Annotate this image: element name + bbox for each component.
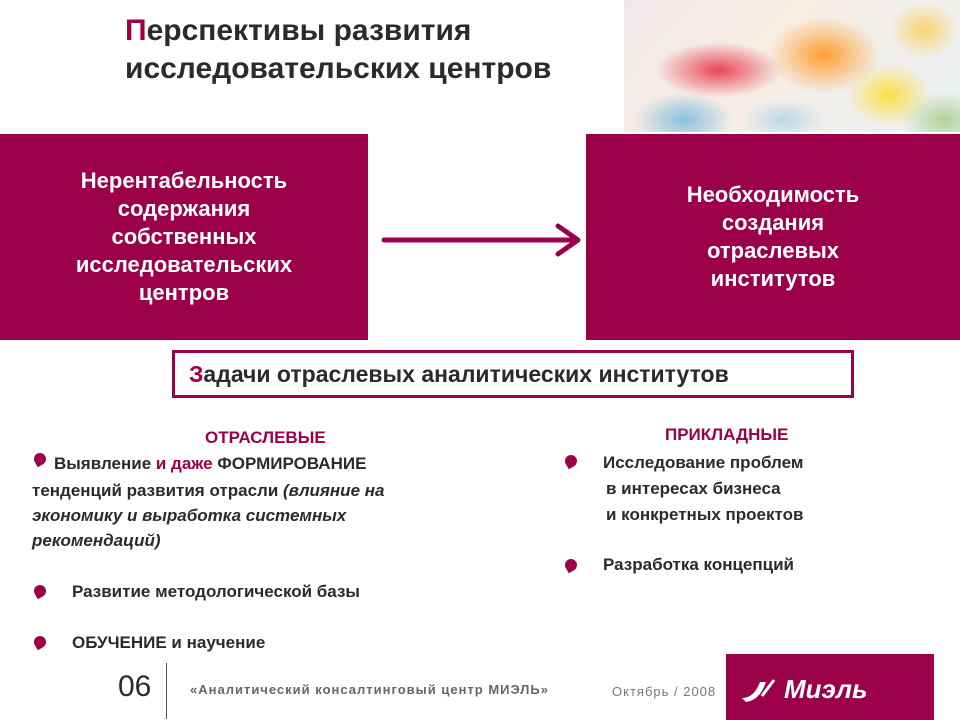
footer-divider — [166, 663, 167, 719]
list-item-line: рекомендаций) — [32, 531, 161, 550]
bullet-icon — [31, 633, 49, 651]
list-item: Исследование проблем — [603, 453, 804, 472]
right-column-heading: ПРИКЛАДНЫЕ — [665, 425, 789, 444]
left-column-heading: ОТРАСЛЕВЫЕ — [205, 428, 326, 447]
problem-box: Нерентабельность содержания собственных … — [0, 134, 368, 340]
problem-text: Нерентабельность содержания собственных … — [75, 168, 293, 305]
slide-date: Октябрь / 2008 — [612, 684, 717, 699]
list-item-line: в интересах бизнеса — [606, 479, 781, 498]
watercolor-decoration — [624, 0, 960, 132]
right-arrow-icon — [381, 223, 581, 257]
list-item-line: тенденций развития отрасли (влияние на — [32, 481, 385, 500]
logo-text: Миэль — [784, 674, 868, 704]
list-item: Выявление и даже ФОРМИРОВАНИЕ — [54, 454, 367, 473]
organization-name: «Аналитический консалтинговый центр МИЭЛ… — [190, 682, 549, 697]
list-item: Развитие методологической базы — [72, 582, 360, 601]
bullet-icon — [562, 452, 580, 470]
slide-title: Перспективы развития исследовательских ц… — [125, 14, 552, 85]
list-item: ОБУЧЕНИЕ и научение — [72, 633, 266, 652]
logo-swoosh-icon — [742, 679, 776, 702]
bullet-icon — [562, 556, 580, 574]
solution-box: Необходимость создания отраслевых инстит… — [586, 134, 960, 340]
list-item: Разработка концепций — [603, 555, 795, 574]
bullet-icon — [31, 450, 49, 468]
list-item-line: экономику и выработка системных — [32, 506, 347, 525]
tasks-heading: Задачи отраслевых аналитических институт… — [172, 350, 854, 398]
company-logo: Миэль — [726, 654, 934, 720]
list-item-line: и конкретных проектов — [606, 505, 804, 524]
solution-text: Необходимость создания отраслевых инстит… — [686, 182, 860, 291]
bullet-icon — [31, 582, 49, 600]
slide-number: 06 — [118, 670, 152, 703]
